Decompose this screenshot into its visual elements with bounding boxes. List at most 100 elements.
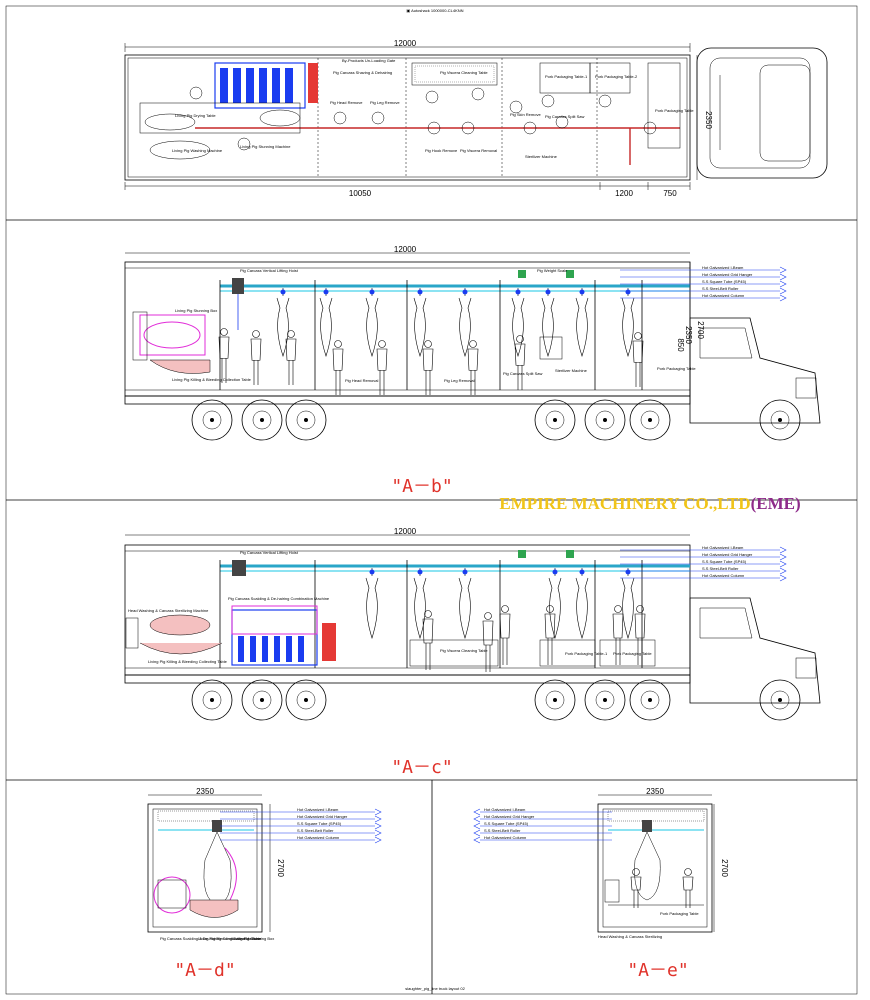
legend-item: Hot Galvanized Grid Hanger <box>702 552 753 557</box>
brand-name-part1: EMPIRE MACHINERY CO.,LTD <box>499 494 750 513</box>
dim-h2-b: 2350 <box>684 326 693 344</box>
hanging-carcass <box>365 288 379 357</box>
dim-total: 12000 <box>394 39 417 48</box>
label-sterilizer-b: Sterilizer Machine <box>555 368 588 373</box>
pork-packaging-table <box>647 62 681 149</box>
truck-cab-b <box>689 317 821 424</box>
wheel <box>629 399 671 441</box>
dim-w-d: 2350 <box>196 787 214 796</box>
label-viscera: Pig Viscera Cleaning Table <box>440 70 488 75</box>
pig-outline <box>149 614 211 636</box>
caption-a-d: "A－d" <box>174 960 235 981</box>
legend-item: S.S Steel-Belt Roller <box>702 566 739 571</box>
legend-item: Hot Galvanized I-Beam <box>297 807 339 812</box>
label-tank-c: Living Pig Killing & Bleeding Collecting… <box>148 659 228 664</box>
label-scalding-c: Pig Carcass Scalding & De-hairing Combin… <box>228 596 330 601</box>
legend-item: S.S Square Tube (SP45) <box>702 279 747 284</box>
label-pork1: Pork Packaging Table-1 <box>545 74 588 79</box>
carcass-row-b <box>276 288 635 357</box>
hanging-carcass <box>458 568 472 639</box>
wheel <box>191 399 233 441</box>
worker-figure <box>250 330 262 385</box>
trailer-body-b <box>124 261 691 397</box>
caption-a-c: "A－c" <box>391 757 452 778</box>
viscera-table-c <box>409 639 499 667</box>
end-box-d <box>147 803 263 933</box>
label-carcass-b: Pig Carcass Split Saw <box>503 371 542 376</box>
label-head: Pig Head Remove <box>330 100 363 105</box>
plan-view: 12000 <box>124 39 828 198</box>
worker-figure <box>376 340 388 395</box>
hanging-carcass <box>458 288 472 357</box>
label-hook: Pig Hook Remove <box>425 148 458 153</box>
label-bleed-b: Living Pig Killing & Bleeding Collection… <box>172 377 252 382</box>
label-leg-b: Pig Leg Removal <box>444 378 475 383</box>
wheel <box>759 679 801 721</box>
hanging-carcass <box>621 568 635 639</box>
brand-name: EMPIRE MACHINERY CO.,LTD(EME) <box>499 494 800 513</box>
label-wash-c: Head Washing & Carcass Sterilizing Machi… <box>128 608 209 613</box>
wheel <box>285 399 327 441</box>
sterilizer-box <box>539 336 563 360</box>
motor-block <box>308 63 318 103</box>
truck-cab-c <box>689 597 821 704</box>
truck-cab-plan <box>696 47 828 179</box>
drive-unit <box>518 550 526 558</box>
wheel <box>629 679 671 721</box>
wheel <box>584 679 626 721</box>
label-hoist-b: Pig Carcass Vertical Lifting Hoist <box>240 268 299 273</box>
dim-h3-b: 850 <box>676 338 685 352</box>
sheet-title: ▣ Autoshack 1000000-CL4KNN <box>406 8 463 13</box>
legend-item: Hot Galvanized Column <box>702 573 744 578</box>
hanging-carcass <box>575 288 589 357</box>
worker-figure <box>632 332 644 387</box>
legend-item: Hot Galvanized Grid Hanger <box>297 814 348 819</box>
dim-h1-b: 2700 <box>696 321 705 339</box>
end-view-d: 2350 2700 Pig Carcass Scalding & De-hair… <box>147 787 382 941</box>
drive-unit <box>566 550 574 558</box>
motor-c <box>322 623 336 661</box>
sheet-footer: slaughter_pig_line truck layout 02 <box>405 986 465 991</box>
wheel <box>191 679 233 721</box>
bleeding-trough <box>149 359 211 374</box>
hanging-carcass <box>365 568 379 639</box>
hanging-carcass <box>413 568 427 639</box>
legend-item: Hot Galvanized Grid Hanger <box>484 814 535 819</box>
legend-item: Hot Galvanized Column <box>702 293 744 298</box>
scalding-drum <box>153 876 191 914</box>
worker-figure <box>499 605 511 665</box>
label-byproducts: By-Products Un-Loading Gate <box>342 58 396 63</box>
legend-item: S.S Steel-Belt Roller <box>297 828 334 833</box>
pig-outline <box>144 113 196 131</box>
label-pork2-c: Pork Packaging Table <box>613 651 652 656</box>
label-table-d: Living Pig Bleeding Collection Table <box>198 936 262 941</box>
hoist-d <box>212 820 222 832</box>
worker-figure <box>285 330 297 385</box>
dim-h-d: 2700 <box>276 859 285 877</box>
pork-table-c1 <box>539 639 596 667</box>
hoist-e <box>642 820 652 832</box>
dim-gap: 1200 <box>615 189 633 198</box>
worker-figure <box>634 605 646 665</box>
label-head-b: Pig Head Removal <box>345 378 378 383</box>
label-drying: Living Pig Drying Table <box>175 113 216 118</box>
pig-outline <box>149 140 211 160</box>
carcass-e <box>634 831 661 901</box>
worker-figure <box>482 612 494 672</box>
hanging-carcass <box>575 568 589 639</box>
caption-a-e: "A－e" <box>627 960 688 981</box>
legend-item: S.S Square Tube (SP45) <box>484 821 529 826</box>
dim-h-e: 2700 <box>720 859 729 877</box>
label-machine-d: Pig Carcass Scalding & De-hairing Combin… <box>160 936 262 941</box>
caption-a-b: "A－b" <box>391 476 452 497</box>
label-porkpack: Pork Packaging Table <box>655 108 694 113</box>
label-viscera2: Pig Viscera Removal <box>460 148 497 153</box>
hanging-carcass <box>276 288 290 357</box>
label-table2-d: Living Pig Stunning Box <box>232 936 274 941</box>
wheel <box>241 679 283 721</box>
label-sterilize: Sterilizer Machine <box>525 154 558 159</box>
chassis-c <box>124 674 691 684</box>
